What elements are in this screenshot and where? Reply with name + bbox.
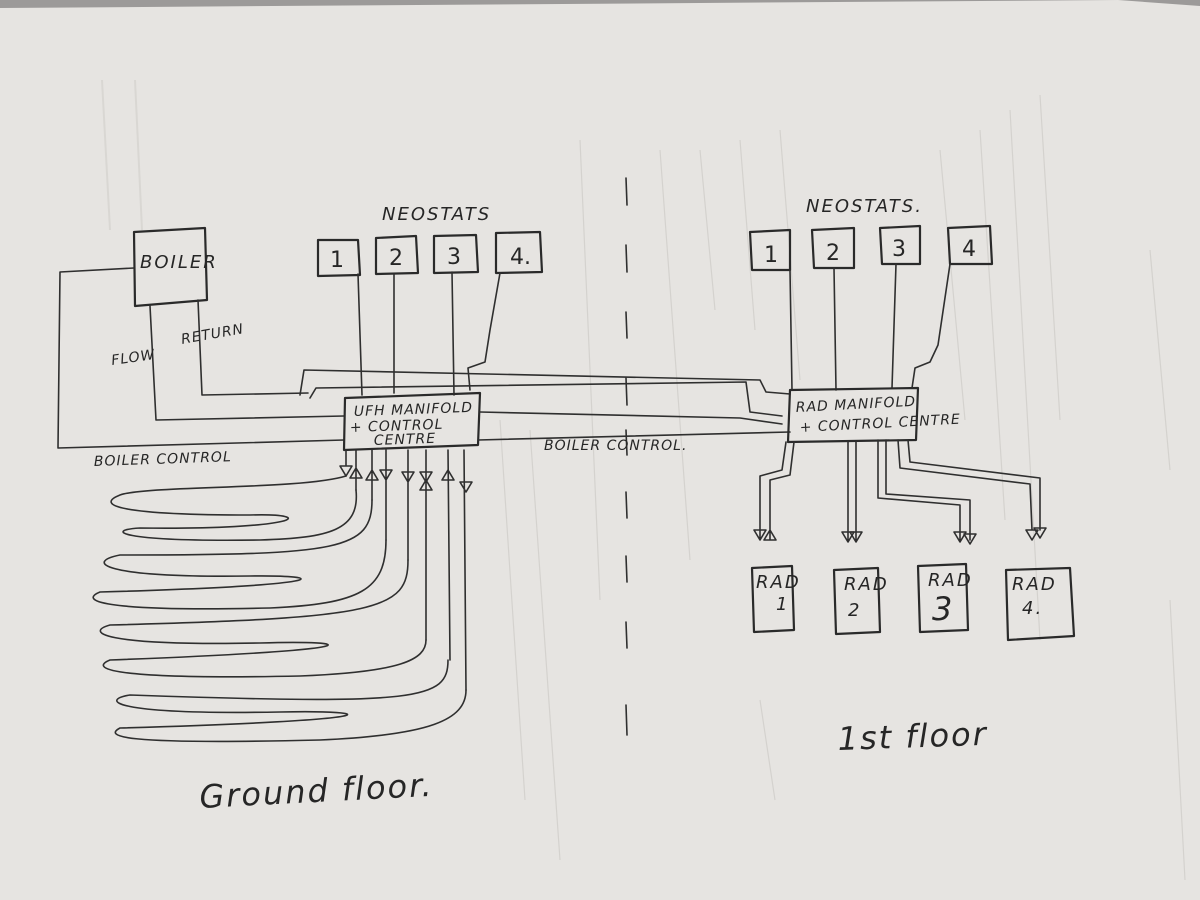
first-neostat-3-label: 3	[892, 237, 906, 262]
radiator-4: RAD 4.	[1004, 566, 1076, 642]
floor-divider	[625, 177, 628, 736]
first-neostat-2: 2	[810, 226, 856, 270]
ufh-manifold-line1: UFH MANIFOLD	[354, 400, 474, 420]
radiator-1: RAD 1	[750, 564, 801, 634]
ground-neostat-2: 2	[374, 234, 420, 276]
ground-neostat-3: 3	[432, 233, 480, 275]
boiler-label: BOILER	[140, 252, 218, 273]
radiator-2: RAD 2	[832, 566, 889, 636]
rad-pipes	[753, 439, 1047, 545]
ground-neostat-wires	[357, 271, 501, 396]
radiator-4-number: 4.	[1022, 598, 1043, 619]
bleed-through-title	[101, 79, 143, 231]
ground-neostats-heading: NEOSTATS	[382, 204, 491, 225]
first-neostat-3: 3	[878, 224, 922, 266]
ufh-manifold-line2: + CONTROL	[350, 417, 444, 436]
boiler-pipes	[57, 267, 345, 449]
ufh-outlets	[339, 449, 473, 691]
radiator-1-number: 1	[776, 594, 789, 615]
ground-neostat-4-label: 4.	[510, 245, 531, 270]
first-neostat-1-label: 1	[764, 243, 778, 268]
first-neostats-heading: NEOSTATS.	[806, 196, 923, 217]
radiator-3-label: RAD	[928, 570, 973, 591]
first-neostat-4: 4	[946, 224, 994, 266]
inter-manifold-links	[299, 369, 791, 441]
ground-neostat-2-label: 2	[389, 246, 403, 271]
ufh-loops	[92, 475, 467, 743]
ground-neostat-1: 1	[316, 238, 362, 278]
first-neostat-wires	[789, 263, 951, 391]
radiator-2-number: 2	[848, 600, 861, 621]
radiator-2-label: RAD	[844, 574, 889, 595]
ufh-manifold-line3: CENTRE	[374, 431, 437, 449]
first-neostat-2-label: 2	[826, 241, 840, 266]
radiator-1-label: RAD	[756, 572, 801, 593]
ground-neostat-1-label: 1	[330, 248, 344, 273]
first-floor-label: 1st floor	[837, 715, 988, 758]
flow-label: FLOW	[110, 347, 156, 369]
boiler: BOILER	[132, 226, 218, 308]
ground-boiler-control-label: BOILER CONTROL	[94, 449, 232, 470]
radiator-4-label: RAD	[1012, 574, 1057, 595]
bleed-through-text	[499, 94, 1186, 881]
middle-boiler-control-label: BOILER CONTROL.	[544, 438, 687, 454]
ground-neostat-4: 4.	[494, 230, 544, 275]
ufh-manifold: UFH MANIFOLD + CONTROL CENTRE	[342, 391, 482, 452]
first-neostat-4-label: 4	[962, 237, 976, 262]
rad-manifold-line1: RAD MANIFOLD	[795, 394, 916, 416]
radiator-3-number: 3	[932, 590, 954, 628]
radiator-3: RAD 3	[916, 562, 973, 634]
ground-neostat-3-label: 3	[447, 245, 461, 270]
